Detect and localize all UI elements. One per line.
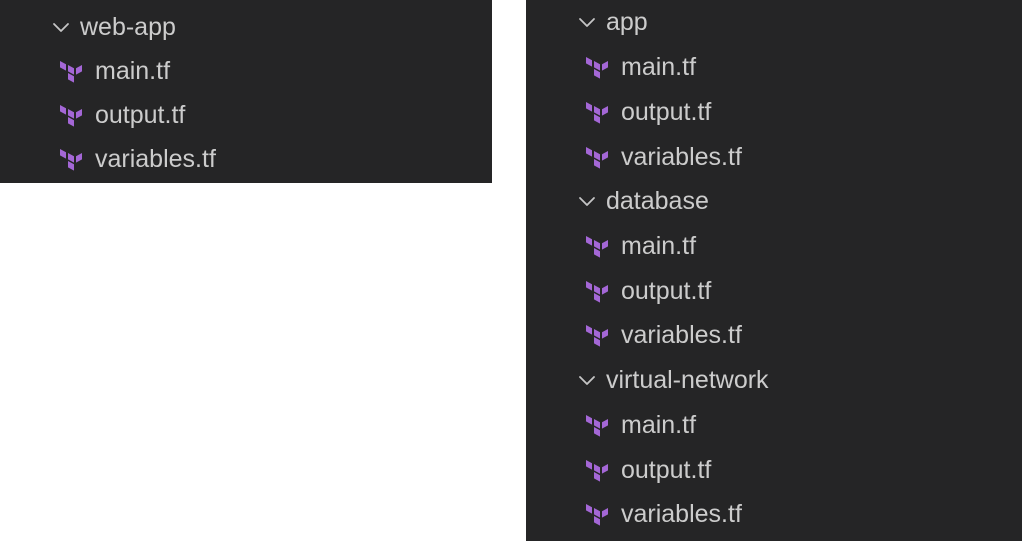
- folder-label: web-app: [80, 12, 176, 41]
- terraform-icon: [57, 58, 87, 84]
- file-main-tf[interactable]: main.tf: [526, 45, 1022, 89]
- file-main-tf[interactable]: main.tf: [526, 224, 1022, 268]
- folder-label: app: [606, 7, 648, 36]
- chevron-down-icon: [574, 9, 600, 35]
- file-label: variables.tf: [621, 142, 742, 171]
- file-main-tf[interactable]: main.tf: [0, 49, 492, 93]
- folder-database[interactable]: database: [526, 179, 1022, 223]
- chevron-down-icon: [574, 367, 600, 393]
- chevron-down-icon: [48, 14, 74, 40]
- file-label: main.tf: [621, 52, 697, 81]
- file-label: output.tf: [621, 97, 712, 126]
- terraform-icon: [583, 412, 613, 438]
- folder-app[interactable]: app: [526, 0, 1022, 44]
- folder-web-app[interactable]: web-app: [0, 5, 492, 49]
- terraform-icon: [583, 501, 613, 527]
- terraform-icon: [583, 99, 613, 125]
- terraform-icon: [583, 144, 613, 170]
- file-variables-tf[interactable]: variables.tf: [526, 313, 1022, 357]
- file-explorer-right: app main.tf output.tf variables.tf datab…: [526, 0, 1022, 541]
- folder-label: database: [606, 186, 709, 215]
- file-main-tf[interactable]: main.tf: [526, 403, 1022, 447]
- file-output-tf[interactable]: output.tf: [526, 448, 1022, 492]
- folder-label: virtual-network: [606, 365, 769, 394]
- file-label: main.tf: [621, 231, 697, 260]
- terraform-icon: [583, 54, 613, 80]
- file-label: variables.tf: [95, 144, 216, 173]
- file-variables-tf[interactable]: variables.tf: [526, 492, 1022, 536]
- file-label: variables.tf: [621, 320, 742, 349]
- file-output-tf[interactable]: output.tf: [526, 90, 1022, 134]
- file-label: output.tf: [621, 276, 712, 305]
- terraform-icon: [583, 233, 613, 259]
- file-explorer-left: web-app main.tf output.tf variables.tf: [0, 0, 492, 183]
- chevron-down-icon: [574, 188, 600, 214]
- terraform-icon: [57, 146, 87, 172]
- terraform-icon: [583, 457, 613, 483]
- file-label: main.tf: [621, 410, 697, 439]
- file-label: variables.tf: [621, 499, 742, 528]
- file-output-tf[interactable]: output.tf: [526, 269, 1022, 313]
- file-label: output.tf: [621, 455, 712, 484]
- file-variables-tf[interactable]: variables.tf: [526, 135, 1022, 179]
- file-output-tf[interactable]: output.tf: [0, 93, 492, 137]
- file-label: output.tf: [95, 100, 186, 129]
- terraform-icon: [583, 322, 613, 348]
- folder-virtual-network[interactable]: virtual-network: [526, 358, 1022, 402]
- terraform-icon: [583, 278, 613, 304]
- terraform-icon: [57, 102, 87, 128]
- file-label: main.tf: [95, 56, 171, 85]
- file-variables-tf[interactable]: variables.tf: [0, 137, 492, 181]
